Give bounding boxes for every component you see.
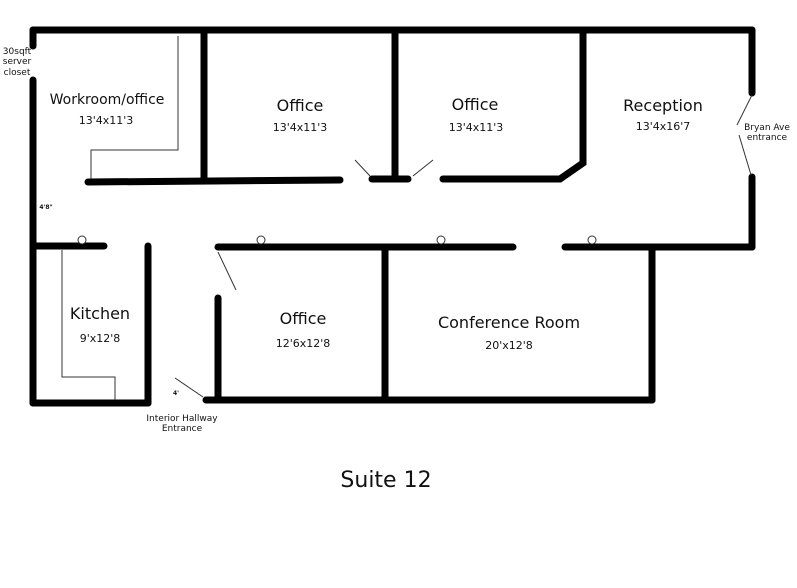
room-size: 12'6x12'8 bbox=[275, 337, 331, 350]
room-name: Office bbox=[276, 96, 324, 115]
door-swing bbox=[412, 159, 434, 177]
wall-workroom-south bbox=[84, 176, 344, 186]
room-size: 13'4x11'3 bbox=[272, 121, 328, 134]
room-name: Reception bbox=[623, 96, 703, 115]
server-closet-label: 30sqft server closet bbox=[2, 47, 32, 78]
door-swing bbox=[174, 377, 204, 398]
room-name: Office bbox=[279, 309, 327, 328]
door-swing bbox=[736, 94, 753, 126]
door-swing bbox=[354, 159, 371, 177]
room-size: 20'x12'8 bbox=[485, 339, 533, 352]
light-icon bbox=[436, 235, 446, 245]
interior-lines bbox=[61, 36, 753, 400]
room-size: 13'4x16'7 bbox=[635, 120, 691, 133]
room-name: Office bbox=[451, 95, 499, 114]
room-name: Conference Room bbox=[437, 313, 581, 332]
door-swing bbox=[217, 251, 237, 291]
door-swing bbox=[738, 134, 752, 176]
room-size: 13'4x11'3 bbox=[448, 121, 504, 134]
interior-hallway-entrance-label: Interior Hallway Entrance bbox=[146, 414, 218, 435]
light-icon bbox=[587, 235, 597, 245]
room-size: 9'x12'8 bbox=[79, 332, 121, 345]
workroom-partition bbox=[90, 36, 179, 179]
wall-office2-south bbox=[439, 26, 587, 183]
room-size: 13'4x11'3 bbox=[78, 114, 134, 127]
door-width-label: 4' bbox=[172, 390, 180, 397]
kitchen-counter bbox=[61, 250, 116, 400]
plan-title: Suite 12 bbox=[340, 468, 432, 493]
bryan-ave-entrance-label: Bryan Ave entrance bbox=[744, 123, 790, 144]
light-icon bbox=[256, 235, 266, 245]
room-name: Workroom/office bbox=[49, 92, 165, 108]
light-fixtures bbox=[77, 235, 597, 245]
room-name: Kitchen bbox=[69, 304, 131, 323]
walls bbox=[29, 26, 756, 407]
hallway-width-label: 4'8" bbox=[39, 204, 53, 211]
light-icon bbox=[77, 235, 87, 245]
